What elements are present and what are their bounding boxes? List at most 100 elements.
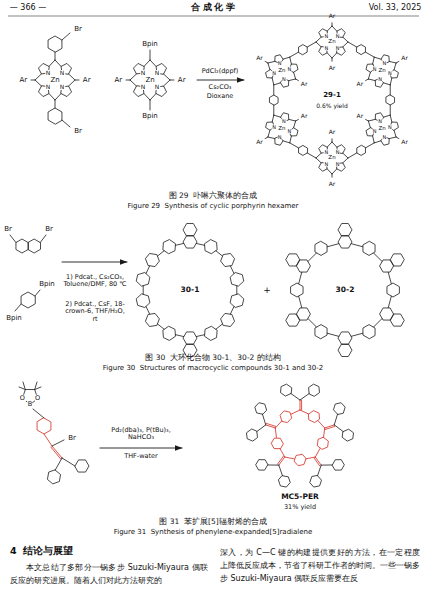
bond [291,410,300,414]
figure-caption-en: Figure 29 Synthesis of cyclic porphyrin … [128,202,299,210]
reaction-conditions: Pd₂(dba)₃, P(tBu)₃, NaHCO₃ [103,427,179,442]
bond [389,137,396,139]
structures [10,23,404,487]
aryl-label: Ar [329,64,336,71]
bond [23,382,25,390]
bond [334,414,337,425]
double-bond [266,425,276,428]
benzene-ring [387,283,399,297]
benzene-ring [21,292,35,308]
compound-number: 29-1 [323,91,341,99]
compound-number: 30-1 [181,286,200,295]
boronate-group: Bpin [6,314,22,322]
nitrogen-atom: N [388,71,393,76]
bond [343,42,348,47]
bond [365,143,374,148]
nitrogen-atom: N [140,70,146,76]
aryl-bond [170,80,174,81]
zinc-atom: Zn [378,68,386,74]
aryl-label: Ar [256,55,263,62]
bond [318,465,322,476]
aryl-bond [31,80,35,81]
bond [146,307,150,315]
bond [272,115,274,122]
bond [368,79,375,81]
zinc-atom: Zn [328,155,336,161]
benzene-ring [163,326,176,340]
bond [290,57,292,64]
double-bond [314,458,320,466]
bond [374,141,381,143]
bond [332,53,337,58]
benzene-ring [221,254,235,267]
bond [327,333,338,336]
bond [289,119,296,121]
solvent: THF-water [124,453,157,460]
bond [164,74,170,80]
figure-caption: 图 31 苯扩展[5]辐射烯的合成 [159,518,266,527]
benzene-ring [230,272,243,286]
bond [275,421,282,428]
bond [196,335,204,337]
double-bond [51,447,61,459]
benzene-ring [315,241,327,255]
benzene-ring [338,332,352,344]
benzene-ring [271,438,283,448]
benzene-ring [299,45,308,55]
nitrogen-atom: N [45,84,51,90]
nitrogen-atom: N [335,150,340,155]
benzene-ring [16,239,28,253]
page-number: — 366 — [10,3,46,12]
bromine-atom: Br [74,25,82,33]
benzene-ring [75,460,89,472]
zinc-atom: Zn [278,68,286,74]
bromine-atom: Br [74,127,82,135]
aryl-label: Ar [301,113,308,120]
benzene-ring [256,460,268,470]
bond [351,333,362,336]
solvent: Dioxane [207,93,234,100]
bond [216,324,223,329]
nitrogen-atom: N [287,66,292,71]
aryl-bond [296,79,299,81]
benzene-ring [294,454,306,465]
nitrogen-atom: N [287,129,292,134]
benzene-ring [299,145,308,155]
bond [290,52,299,57]
aryl-label: Ar [301,80,308,87]
bond [332,169,337,174]
bond [383,83,390,85]
benzene-ring [163,240,176,254]
oxygen-atom: O [35,395,41,402]
aryl-label: Ar [83,76,91,84]
bond [390,85,391,95]
bond [332,142,337,147]
body-text: 本文总结了多部分一锅多步 Suzuki-Miyaura 偶联反应的研究进展。随着… [10,561,208,587]
aryl-bond [396,61,399,63]
bromine-atom: Br [68,434,76,442]
boron-atom: B [27,401,32,408]
nitrogen-atom: N [388,124,393,129]
aryl-bond [366,79,369,81]
aryl-label: Ar [329,180,336,187]
bond [390,115,392,122]
bond [388,272,391,283]
zinc-atom: Zn [378,126,386,132]
reaction-arrow [100,448,182,449]
bond [324,428,325,437]
aryl-label: Ar [357,113,364,120]
benzene-ring [269,95,278,105]
bond [150,100,151,110]
nitrogen-atom: N [324,34,329,39]
bond [55,52,56,60]
benzene-ring [183,236,197,248]
bond [158,251,165,256]
bond [62,120,70,127]
nitrogen-atom: N [281,119,286,124]
nitrogen-atom: N [372,66,377,71]
nitrogen-atom: N [324,161,329,166]
bond [268,137,275,139]
benzene-ring [338,344,352,356]
bond [280,449,285,457]
